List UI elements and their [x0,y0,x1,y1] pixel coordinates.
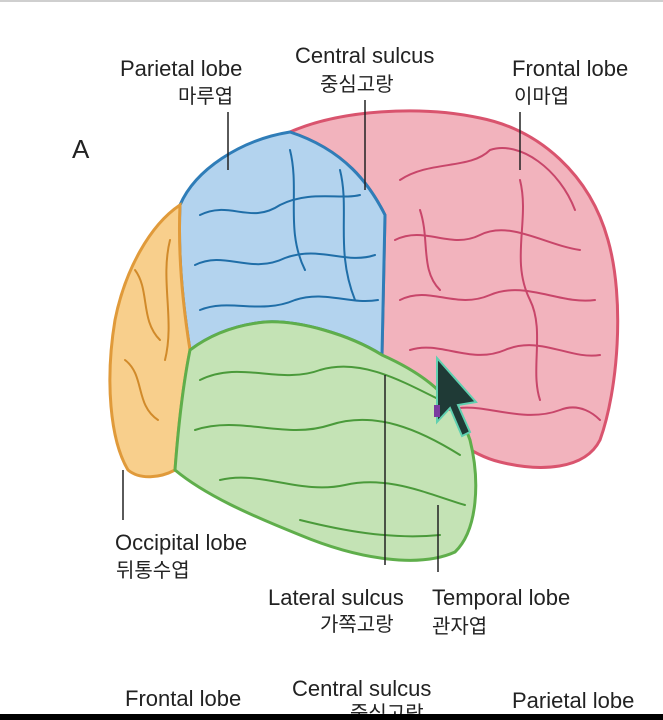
central-sulcus-label: Central sulcus [295,43,435,68]
next-central-sulcus-korean-label: 중심고랑 [350,701,424,714]
parietal-gyri [194,149,379,311]
parietal-lobe-korean-label: 마루엽 [178,84,234,108]
temporal-gyri [194,365,466,538]
occipital-gyri [124,239,171,421]
next-frontal-lobe-label: Frontal lobe [125,686,242,711]
label-leader-lines [122,100,521,572]
occipital-lobe-korean-label: 뒤통수엽 [116,558,190,582]
top-edge-bar [0,0,663,2]
lateral-sulcus-korean-label: 가쪽고랑 [320,612,394,636]
next-parietal-lobe-label: Parietal lobe [512,688,635,713]
occipital-lobe-label: Occipital lobe [115,530,248,555]
central-sulcus-korean-label: 중심고랑 [320,72,394,96]
frontal-lobe-korean-label: 이마엽 [514,84,570,108]
frontal-gyri [394,147,601,421]
temporal-lobe-korean-label: 관자엽 [432,614,488,638]
figure-letter: A [72,134,90,164]
next-central-sulcus-label: Central sulcus [292,676,432,701]
frontal-lobe-label: Frontal lobe [512,56,629,81]
lateral-sulcus-label: Lateral sulcus [268,585,404,610]
temporal-lobe-label: Temporal lobe [432,585,571,610]
bottom-edge-bar [0,714,663,720]
mouse-cursor-icon [434,355,478,438]
parietal-lobe-label: Parietal lobe [120,56,243,81]
occipital-lobe-region [108,202,192,479]
